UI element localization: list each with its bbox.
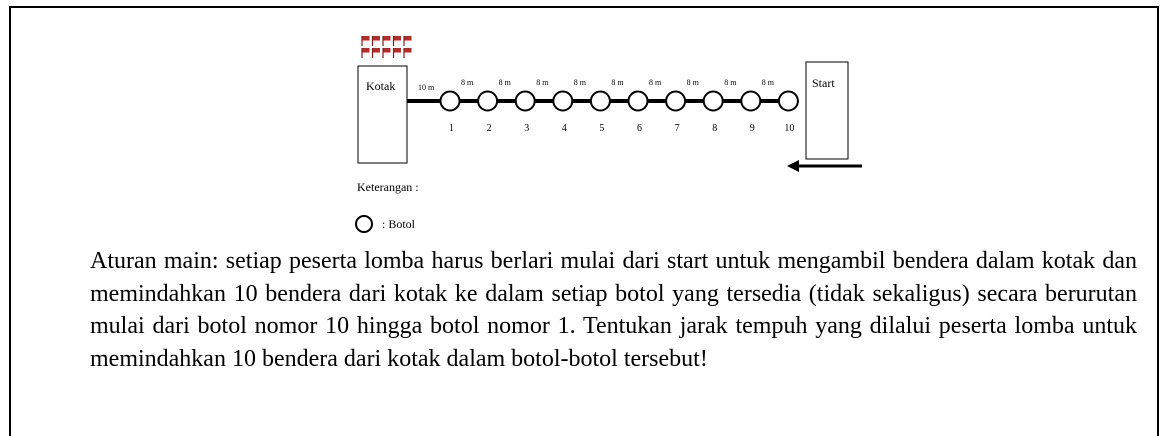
bottle-number: 2 bbox=[487, 123, 492, 134]
gap-label: 8 m bbox=[536, 78, 549, 87]
gap-label: 8 m bbox=[649, 78, 662, 87]
bottle-8 bbox=[702, 90, 724, 112]
flag-icon bbox=[361, 48, 370, 58]
bottle-number: 3 bbox=[524, 123, 529, 134]
flag-icon bbox=[403, 48, 412, 58]
bottle-number: 1 bbox=[449, 123, 454, 134]
flag-icon bbox=[382, 48, 391, 58]
gap-label: 8 m bbox=[574, 78, 587, 87]
flag-icon bbox=[392, 36, 401, 46]
question-frame bbox=[9, 6, 1159, 436]
legend-title: Keterangan : bbox=[357, 180, 419, 194]
flag-icon bbox=[361, 36, 370, 46]
flag-icon bbox=[371, 36, 380, 46]
bottle-number: 4 bbox=[562, 123, 567, 134]
gap-label: 8 m bbox=[724, 78, 737, 87]
rules-paragraph: Aturan main: setiap peserta lomba harus … bbox=[90, 248, 1137, 372]
bottle-number: 8 bbox=[712, 123, 717, 134]
bottle-number: 10 bbox=[784, 123, 794, 134]
kotak-box bbox=[357, 65, 408, 164]
track-diagram: Kotak Start 1 2 3 4 5 6 7 8 9 10 10 m 8 m 8 m 8 m 8 m 8… bbox=[355, 36, 862, 233]
bottle-5 bbox=[589, 90, 611, 112]
flag-icon bbox=[403, 36, 412, 46]
flag-icon bbox=[382, 36, 391, 46]
bottle-number: 5 bbox=[599, 123, 604, 134]
bottle-7 bbox=[665, 90, 687, 112]
kotak-label: Kotak bbox=[366, 79, 395, 93]
bottle-4 bbox=[552, 90, 574, 112]
gap-label: 8 m bbox=[687, 78, 700, 87]
gap-label-first: 10 m bbox=[418, 83, 435, 92]
flags-group bbox=[361, 36, 412, 58]
gap-label: 8 m bbox=[611, 78, 624, 87]
bottle-3 bbox=[514, 90, 536, 112]
bottle-number: 9 bbox=[750, 123, 755, 134]
gap-label: 8 m bbox=[461, 78, 474, 87]
bottle-9 bbox=[740, 90, 762, 112]
bottle-10 bbox=[777, 90, 799, 112]
bottle-6 bbox=[627, 90, 649, 112]
legend-item: : Botol bbox=[382, 217, 416, 231]
bottles-group: 1 2 3 4 5 6 7 8 9 10 10 m 8 m 8 m 8 m 8 m 8 m 8 m 8 m 8 m 8… bbox=[418, 78, 799, 134]
gap-label: 8 m bbox=[499, 78, 512, 87]
legend-bottle-icon bbox=[355, 215, 373, 233]
bottle-1 bbox=[439, 90, 461, 112]
gap-label: 8 m bbox=[762, 78, 775, 87]
start-box bbox=[805, 61, 849, 160]
bottle-number: 7 bbox=[675, 123, 680, 134]
arrow-head bbox=[787, 160, 799, 172]
bottle-2 bbox=[477, 90, 499, 112]
flag-icon bbox=[392, 48, 401, 58]
start-label: Start bbox=[812, 76, 835, 90]
bottle-number: 6 bbox=[637, 123, 642, 134]
flag-icon bbox=[371, 48, 380, 58]
